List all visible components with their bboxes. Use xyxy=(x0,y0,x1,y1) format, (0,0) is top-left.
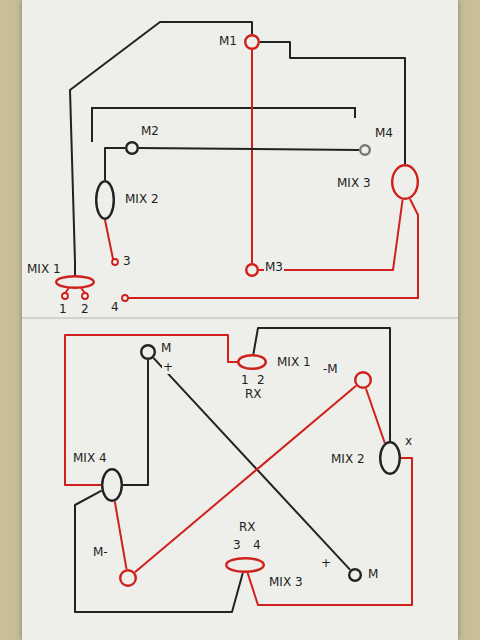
node-outline xyxy=(359,144,371,156)
node-label: M1 xyxy=(218,34,238,48)
node-outline xyxy=(391,164,419,200)
node-label: M- xyxy=(92,545,109,559)
terminal xyxy=(82,293,88,299)
outline-ellipse xyxy=(392,165,418,199)
node-label: MIX 2 xyxy=(330,452,366,466)
node-label: M2 xyxy=(140,124,160,138)
outline-ellipse xyxy=(226,558,264,572)
node-label: MIX 4 xyxy=(72,451,108,465)
node-label: M3 xyxy=(264,260,284,274)
node-outline xyxy=(237,354,267,370)
outline-ellipse xyxy=(245,35,259,49)
wire xyxy=(135,386,356,572)
outline-ellipse xyxy=(126,142,138,154)
mix-oval: MIX 3 xyxy=(391,164,419,200)
outline-ellipse xyxy=(246,264,258,276)
terminal-circle: M4 xyxy=(359,144,371,156)
outline-ellipse xyxy=(56,276,94,288)
node-label: M4 xyxy=(374,126,394,140)
outline-ellipse xyxy=(141,345,155,359)
wire xyxy=(128,199,418,298)
wire xyxy=(75,491,243,612)
wire xyxy=(153,358,350,570)
outline-ellipse xyxy=(102,469,122,501)
node-outline xyxy=(379,441,401,475)
mix-oval: MIX 2 xyxy=(379,441,401,475)
pin-label: + xyxy=(162,360,174,374)
terminal-circle: M- xyxy=(119,569,137,587)
terminal-circle: M3 xyxy=(245,263,259,277)
outline-ellipse xyxy=(380,442,400,474)
wire xyxy=(248,458,412,605)
node-label: M xyxy=(367,567,379,581)
node-label: M xyxy=(160,341,172,355)
fold-line xyxy=(22,317,458,319)
node-outline xyxy=(140,344,156,360)
wire xyxy=(70,22,252,275)
outline-ellipse xyxy=(355,372,371,388)
pin-label: 4 xyxy=(252,538,262,552)
wire xyxy=(92,108,355,142)
node-outline xyxy=(348,568,362,582)
pin-label: + xyxy=(320,556,332,570)
node-outline xyxy=(55,275,95,289)
node-outline xyxy=(95,180,115,220)
node-label: -M xyxy=(322,362,339,376)
outline-ellipse xyxy=(349,569,361,581)
mix-oval: MIX 1 xyxy=(237,354,267,370)
pin-label: 1 xyxy=(240,373,250,387)
outline-ellipse xyxy=(96,181,114,219)
terminal-circle: M xyxy=(348,568,362,582)
pin-label: 2 xyxy=(256,373,266,387)
wire xyxy=(366,389,385,444)
pin-label: x xyxy=(404,434,413,448)
terminal xyxy=(62,293,68,299)
node-outline xyxy=(225,557,265,573)
wire xyxy=(253,328,390,441)
node-label: MIX 1 xyxy=(276,355,312,369)
node-outline xyxy=(245,263,259,277)
node-label: MIX 3 xyxy=(268,575,304,589)
wire xyxy=(115,501,127,569)
node-label: MIX 2 xyxy=(124,192,160,206)
terminal-circle: M xyxy=(140,344,156,360)
node-outline xyxy=(244,34,260,50)
mix-oval: MIX 4 xyxy=(101,468,123,502)
node-label: MIX 1 xyxy=(26,262,62,276)
terminal xyxy=(112,259,118,265)
pin-label: 3 xyxy=(122,254,132,268)
pin-label: RX xyxy=(238,520,257,534)
wire xyxy=(251,50,253,263)
node-outline xyxy=(125,141,139,155)
outline-ellipse xyxy=(120,570,136,586)
node-label: MIX 3 xyxy=(336,176,372,190)
pin-label: RX xyxy=(244,387,263,401)
pin-label: 4 xyxy=(110,300,120,314)
outline-ellipse xyxy=(360,145,370,155)
node-outline xyxy=(101,468,123,502)
wire xyxy=(260,42,405,164)
mix-oval: MIX 3 xyxy=(225,557,265,573)
pin-label: 1 xyxy=(58,302,68,316)
pin-label: 2 xyxy=(80,302,90,316)
terminal-circle: M1 xyxy=(244,34,260,50)
terminal-circle: M2 xyxy=(125,141,139,155)
outline-ellipse xyxy=(238,355,266,369)
terminal xyxy=(122,295,128,301)
node-outline xyxy=(354,371,372,389)
wire xyxy=(139,148,359,150)
node-outline xyxy=(119,569,137,587)
terminal-circle: -M xyxy=(354,371,372,389)
mix-oval: MIX 1 xyxy=(55,275,95,289)
wire xyxy=(105,220,113,259)
wire xyxy=(105,148,125,180)
mix-oval: MIX 2 xyxy=(95,180,115,220)
pin-label: 3 xyxy=(232,538,242,552)
wire xyxy=(123,360,148,485)
wire xyxy=(65,335,237,485)
